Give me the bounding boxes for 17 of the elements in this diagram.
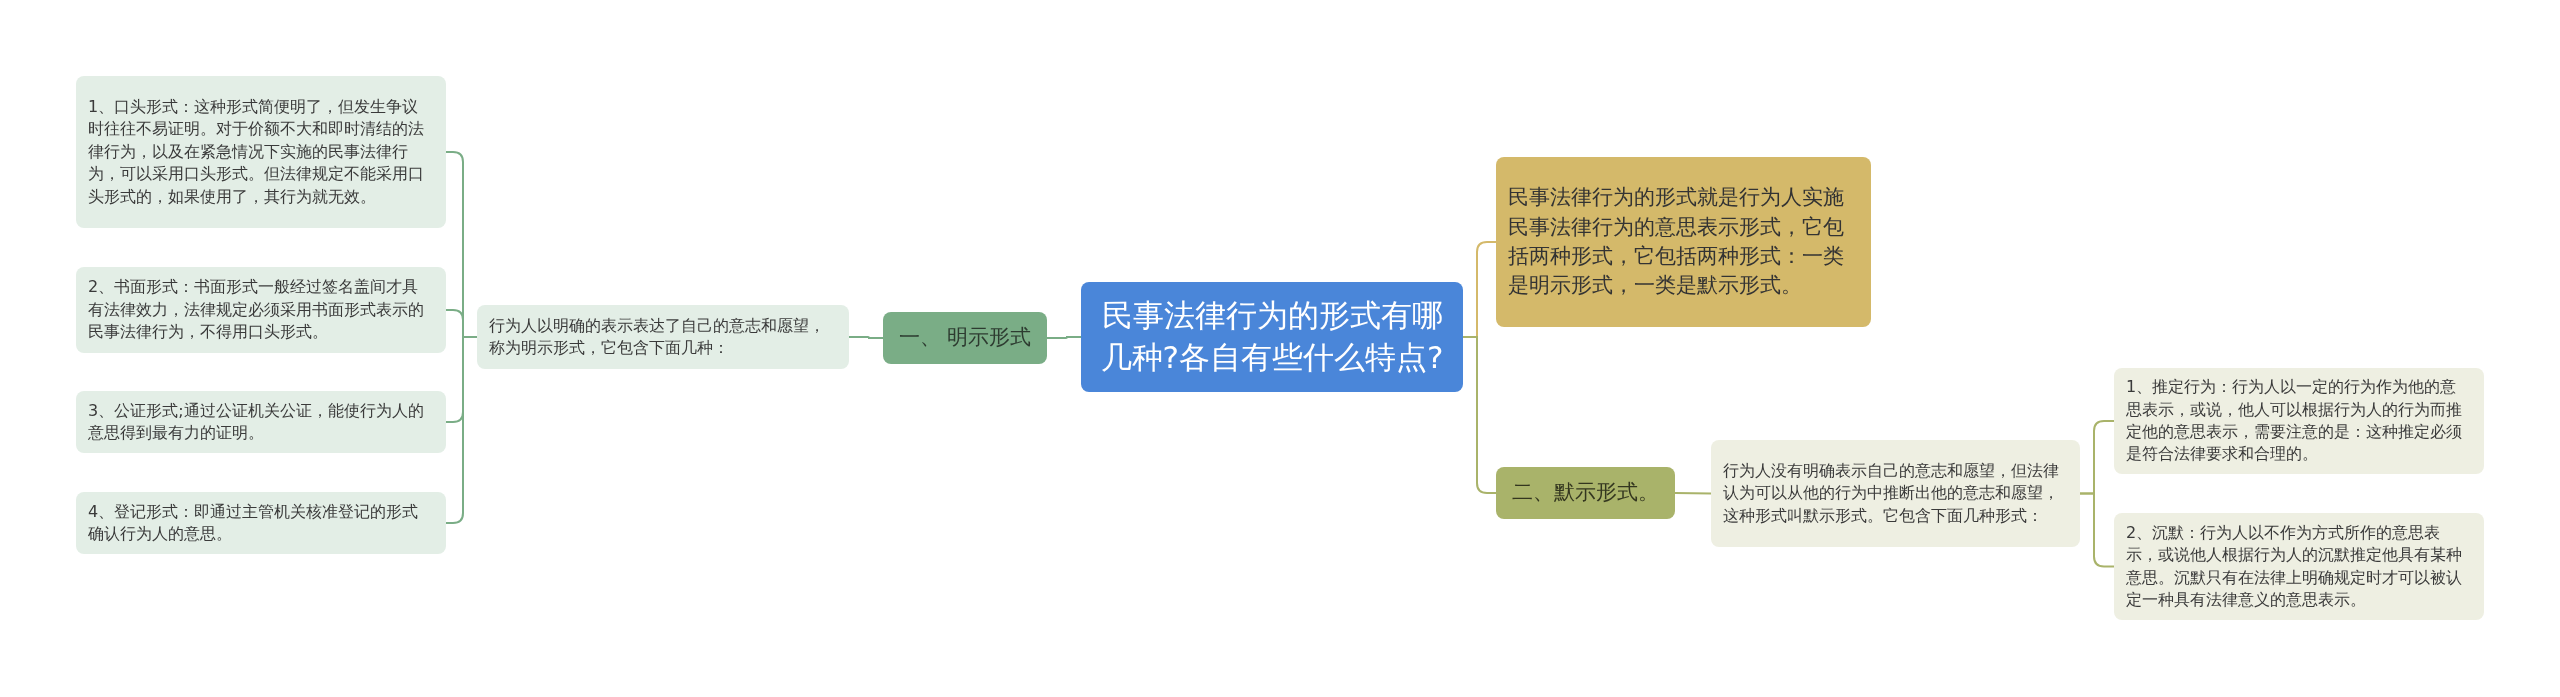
note-box: 2、沉默：行为人以不作为方式所作的意思表示，或说他人根据行为人的沉默推定他具有某种意思。沉默只有在法律上明确规定时才可以被认定一种具有法律意义的意思表示。 (2114, 513, 2484, 620)
note-box: 行为人没有明确表示自己的意志和愿望，但法律认为可以从他的行为中推断出他的意志和愿望，这种形式叫默示形式。它包含下面几种形式： (1711, 440, 2080, 547)
note-box: 3、公证形式;通过公证机关公证，能使行为人的意思得到最有力的证明。 (76, 391, 446, 453)
connector-line (1674, 492, 1712, 495)
connector-line (2079, 492, 2115, 568)
topic-box: 民事法律行为的形式有哪几种?各自有些什么特点? (1081, 282, 1463, 392)
branch-box: 二、默示形式。 (1496, 467, 1675, 519)
connector-line (1046, 336, 1082, 339)
note-box: 行为人以明确的表示表达了自己的意志和愿望，称为明示形式，它包含下面几种： (477, 305, 849, 369)
branch-box: 一、 明示形式 (883, 312, 1047, 364)
connector-line (1462, 336, 1497, 494)
note-box: 4、登记形式：即通过主管机关核准登记的形式确认行为人的意思。 (76, 492, 446, 554)
note-box: 1、推定行为：行为人以一定的行为作为他的意思表示，或说，他人可以根据行为人的行为而推定他的意思表示，需要注意的是：这种推定必须是符合法律要求和合理的。 (2114, 368, 2484, 474)
connector-line (848, 336, 884, 339)
note-box: 1、口头形式：这种形式简便明了，但发生争议时往往不易证明。对于价额不大和即时清结的法律行为，以及在紧急情况下实施的民事法律行为，可以采用口头形式。但法律规定不能采用口头形式的，如果使用了，其行为就无效。 (76, 76, 446, 228)
note-box: 2、书面形式：书面形式一般经过签名盖间才具有法律效力，法律规定必须采用书面形式表示的民事法律行为，不得用口头形式。 (76, 267, 446, 353)
summary-box: 民事法律行为的形式就是行为人实施民事法律行为的意思表示形式，它包括两种形式，它包括两种形式：一类是明示形式，一类是默示形式。 (1496, 157, 1871, 327)
